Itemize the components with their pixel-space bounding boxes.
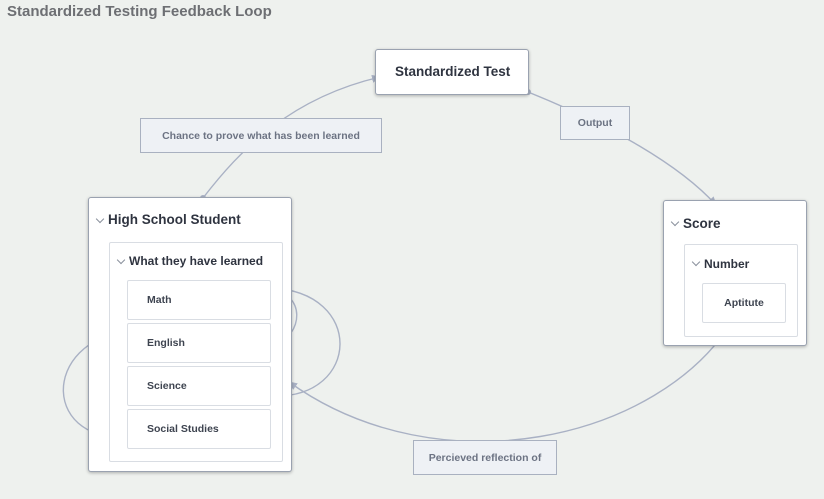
subject-math[interactable]: Math <box>127 280 271 320</box>
standardized-test-node[interactable]: Standardized Test <box>375 49 529 95</box>
number-group-label: Number <box>704 257 750 271</box>
subject-english-label: English <box>147 337 185 349</box>
learned-group-label: What they have learned <box>129 254 264 268</box>
number-collapse-chevron-icon[interactable] <box>691 257 701 267</box>
student-label: High School Student <box>108 212 241 227</box>
edge-test-to-score <box>527 91 717 206</box>
aptitude-label: Aptitute <box>724 297 764 309</box>
subject-social-studies-label: Social Studies <box>147 423 219 435</box>
subject-math-label: Math <box>147 294 172 306</box>
score-label: Score <box>683 216 721 231</box>
subject-social-studies[interactable]: Social Studies <box>127 409 271 449</box>
score-collapse-chevron-icon[interactable] <box>670 217 680 227</box>
edge-label-chance-text: Chance to prove what has been learned <box>162 129 360 142</box>
edge-label-reflection[interactable]: Percieved reflection of <box>413 440 557 475</box>
standardized-test-label: Standardized Test <box>395 64 511 79</box>
diagram-title: Standardized Testing Feedback Loop <box>7 3 272 20</box>
edge-label-chance[interactable]: Chance to prove what has been learned <box>140 118 382 153</box>
edge-label-output[interactable]: Output <box>560 106 630 140</box>
edge-label-reflection-text: Percieved reflection of <box>428 451 542 464</box>
student-collapse-chevron-icon[interactable] <box>95 214 105 224</box>
subject-science-label: Science <box>147 380 187 392</box>
edge-aptitude-to-science <box>288 319 734 443</box>
subject-science[interactable]: Science <box>127 366 271 406</box>
subject-english[interactable]: English <box>127 323 271 363</box>
aptitude-item[interactable]: Aptitute <box>702 283 786 323</box>
edge-science-to-math <box>270 284 341 397</box>
score-node[interactable]: Score Number <box>663 200 807 346</box>
learned-collapse-chevron-icon[interactable] <box>116 255 126 265</box>
edge-label-output-text: Output <box>577 117 613 129</box>
